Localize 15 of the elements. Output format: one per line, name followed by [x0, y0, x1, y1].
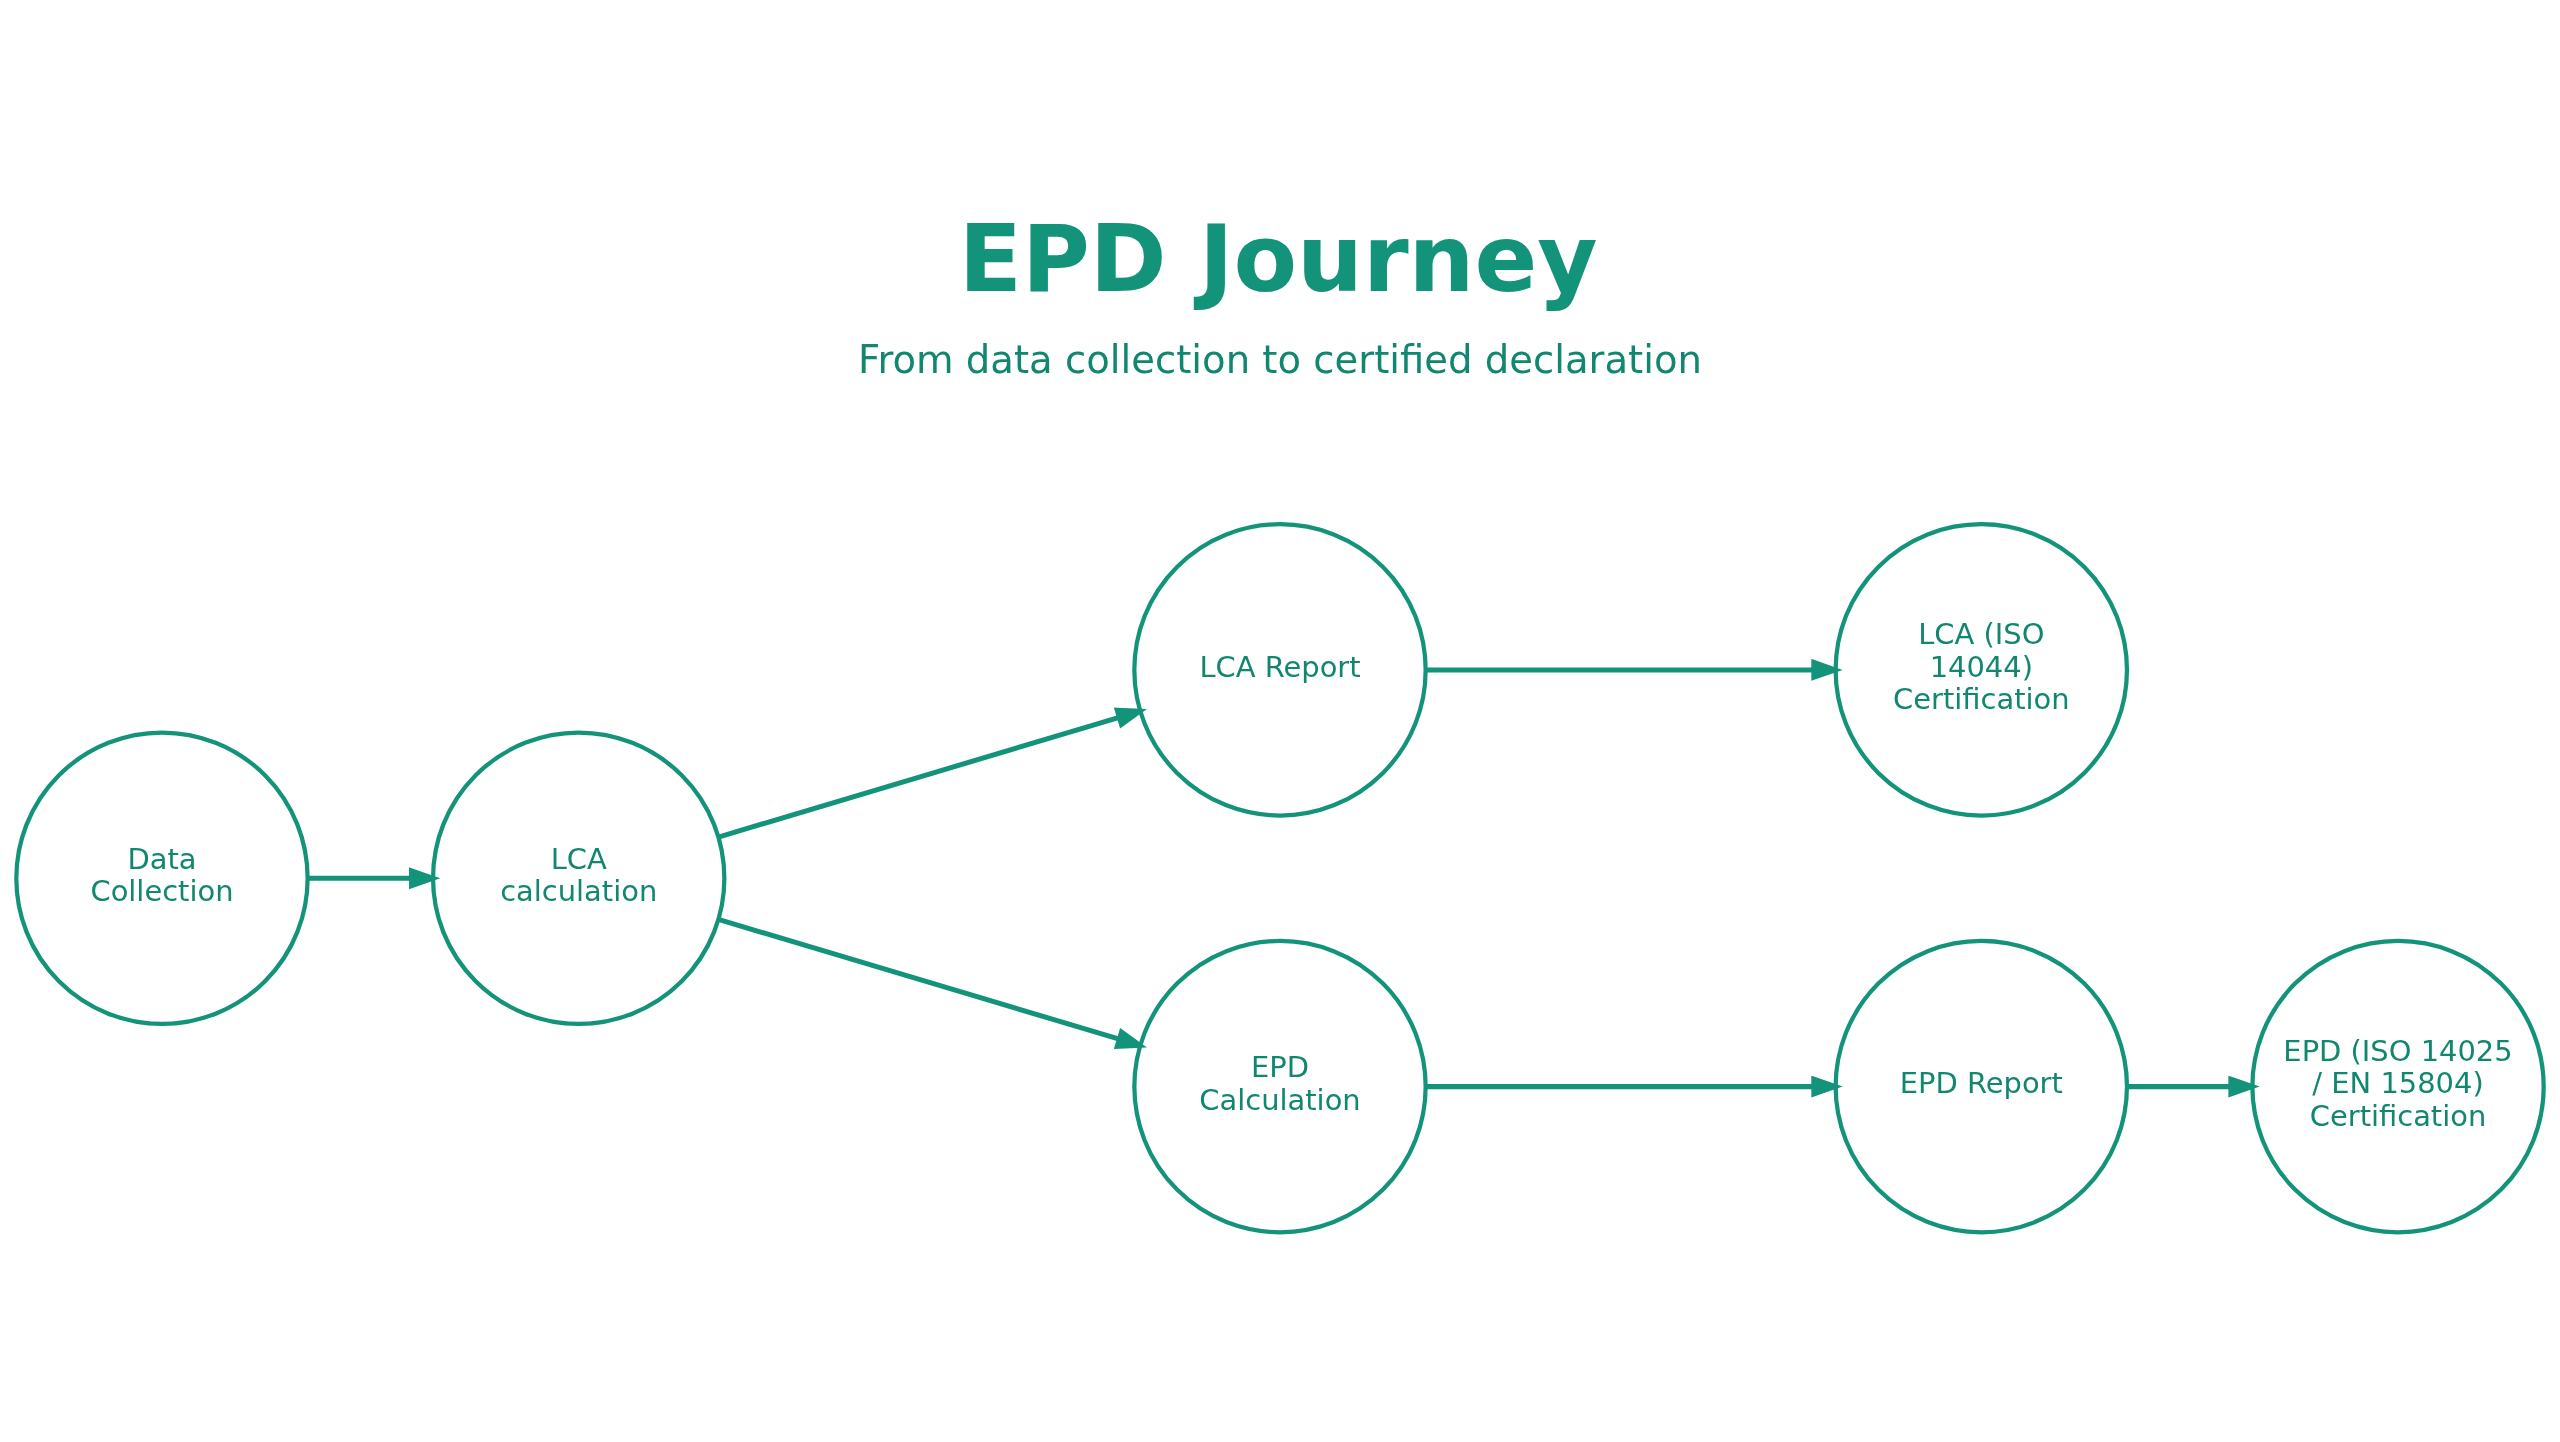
node-circle: EPD (ISO 14025 / EN 15804) Certification — [2250, 938, 2546, 1234]
node-circle: Data Collection — [14, 729, 310, 1026]
node-circle: LCA calculation — [430, 729, 727, 1026]
node-circle: EPD Report — [1833, 938, 2130, 1234]
arrow — [1426, 658, 1843, 681]
arrow — [307, 866, 441, 889]
node-circle: EPD Calculation — [1132, 938, 1428, 1234]
diagram-title: EPD Journey — [958, 204, 1598, 313]
node-circle: LCA Report — [1132, 521, 1428, 818]
arrow — [2127, 1075, 2260, 1098]
arrow — [1426, 1075, 1843, 1098]
node-circle: LCA (ISO 14044) Certification — [1833, 521, 2130, 818]
arrow — [718, 707, 1147, 839]
arrow — [718, 916, 1147, 1049]
label: From data collection to certified declaration — [858, 336, 1702, 382]
